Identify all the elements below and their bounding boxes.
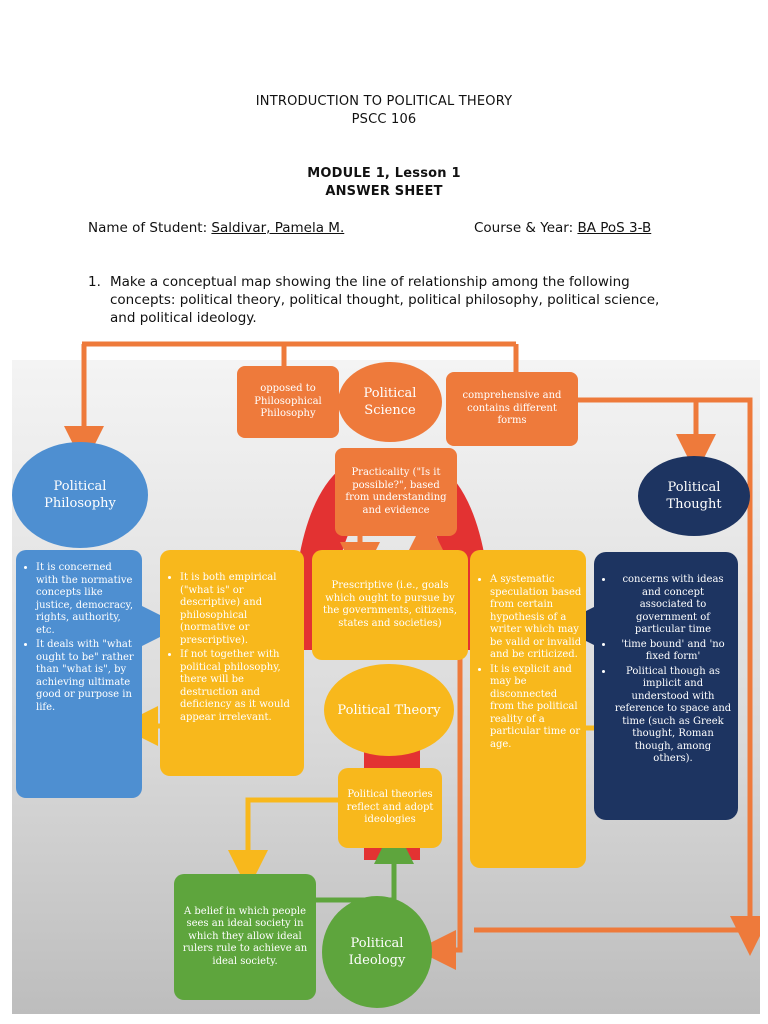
question-line-3: and political ideology. xyxy=(110,310,257,326)
speculation-list-item: A systematic speculation based from cert… xyxy=(490,574,582,662)
philosophy-list-item: It is concerned with the normative conce… xyxy=(36,562,136,637)
question-number: 1. xyxy=(88,274,101,290)
theories-reflect-box: Political theories reflect and adopt ide… xyxy=(338,768,442,848)
answer-sheet-title: ANSWER SHEET xyxy=(325,184,443,199)
speculation-details-box: A systematic speculation based from cert… xyxy=(470,550,586,868)
thought-list-item: Political though as implicit and underst… xyxy=(614,666,732,766)
speculation-list: A systematic speculation based from cert… xyxy=(472,574,582,751)
course-year-row: Course & Year: BA PoS 3-B xyxy=(474,220,651,236)
belief-box: A belief in which people sees an ideal s… xyxy=(174,874,316,1000)
course-year-label: Course & Year: xyxy=(474,220,574,236)
science-details-box: It is both empirical ("what is" or descr… xyxy=(160,550,304,776)
speculation-list-item: It is explicit and may be disconnected f… xyxy=(490,664,582,752)
student-name-row: Name of Student: Saldivar, Pamela M. xyxy=(88,220,344,236)
political-ideology-node: Political Ideology xyxy=(322,896,432,1008)
philosophy-list-item: It deals with "what ought to be" rather … xyxy=(36,639,136,714)
political-science-node: Political Science xyxy=(338,362,442,442)
prescriptive-box: Prescriptive (i.e., goals which ought to… xyxy=(312,550,468,660)
module-title: MODULE 1, Lesson 1 xyxy=(307,166,461,181)
science-list-item: If not together with political philosoph… xyxy=(180,649,298,724)
political-philosophy-node: Political Philosophy xyxy=(12,442,148,548)
political-theory-node: Political Theory xyxy=(324,664,454,756)
political-thought-node: Political Thought xyxy=(638,456,750,536)
thought-details-box: concerns with ideas and concept associat… xyxy=(594,552,738,820)
thought-list-item: concerns with ideas and concept associat… xyxy=(614,574,732,637)
course-title: INTRODUCTION TO POLITICAL THEORY xyxy=(255,94,513,109)
course-code: PSCC 106 xyxy=(351,112,417,127)
opposed-to-philosophy-box: opposed to Philosophical Philosophy xyxy=(237,366,339,438)
student-name-label: Name of Student: xyxy=(88,220,208,236)
philosophy-list: It is concerned with the normative conce… xyxy=(18,562,136,714)
student-name-value: Saldivar, Pamela M. xyxy=(211,220,345,236)
course-year-value: BA PoS 3-B xyxy=(577,220,652,236)
comprehensive-forms-box: comprehensive and contains different for… xyxy=(446,372,578,446)
science-list-item: It is both empirical ("what is" or descr… xyxy=(180,572,298,647)
thought-list-item: 'time bound' and 'no fixed form' xyxy=(614,639,732,664)
thought-list: concerns with ideas and concept associat… xyxy=(596,574,732,766)
question-line-2: concepts: political theory, political th… xyxy=(110,292,660,308)
concept-map: opposed to Philosophical Philosophy Poli… xyxy=(12,330,760,1014)
philosophy-details-box: It is concerned with the normative conce… xyxy=(16,550,142,798)
practicality-box: Practicality ("Is it possible?", based f… xyxy=(335,448,457,536)
question-line-1: Make a conceptual map showing the line o… xyxy=(110,274,630,290)
science-list: It is both empirical ("what is" or descr… xyxy=(162,572,298,724)
